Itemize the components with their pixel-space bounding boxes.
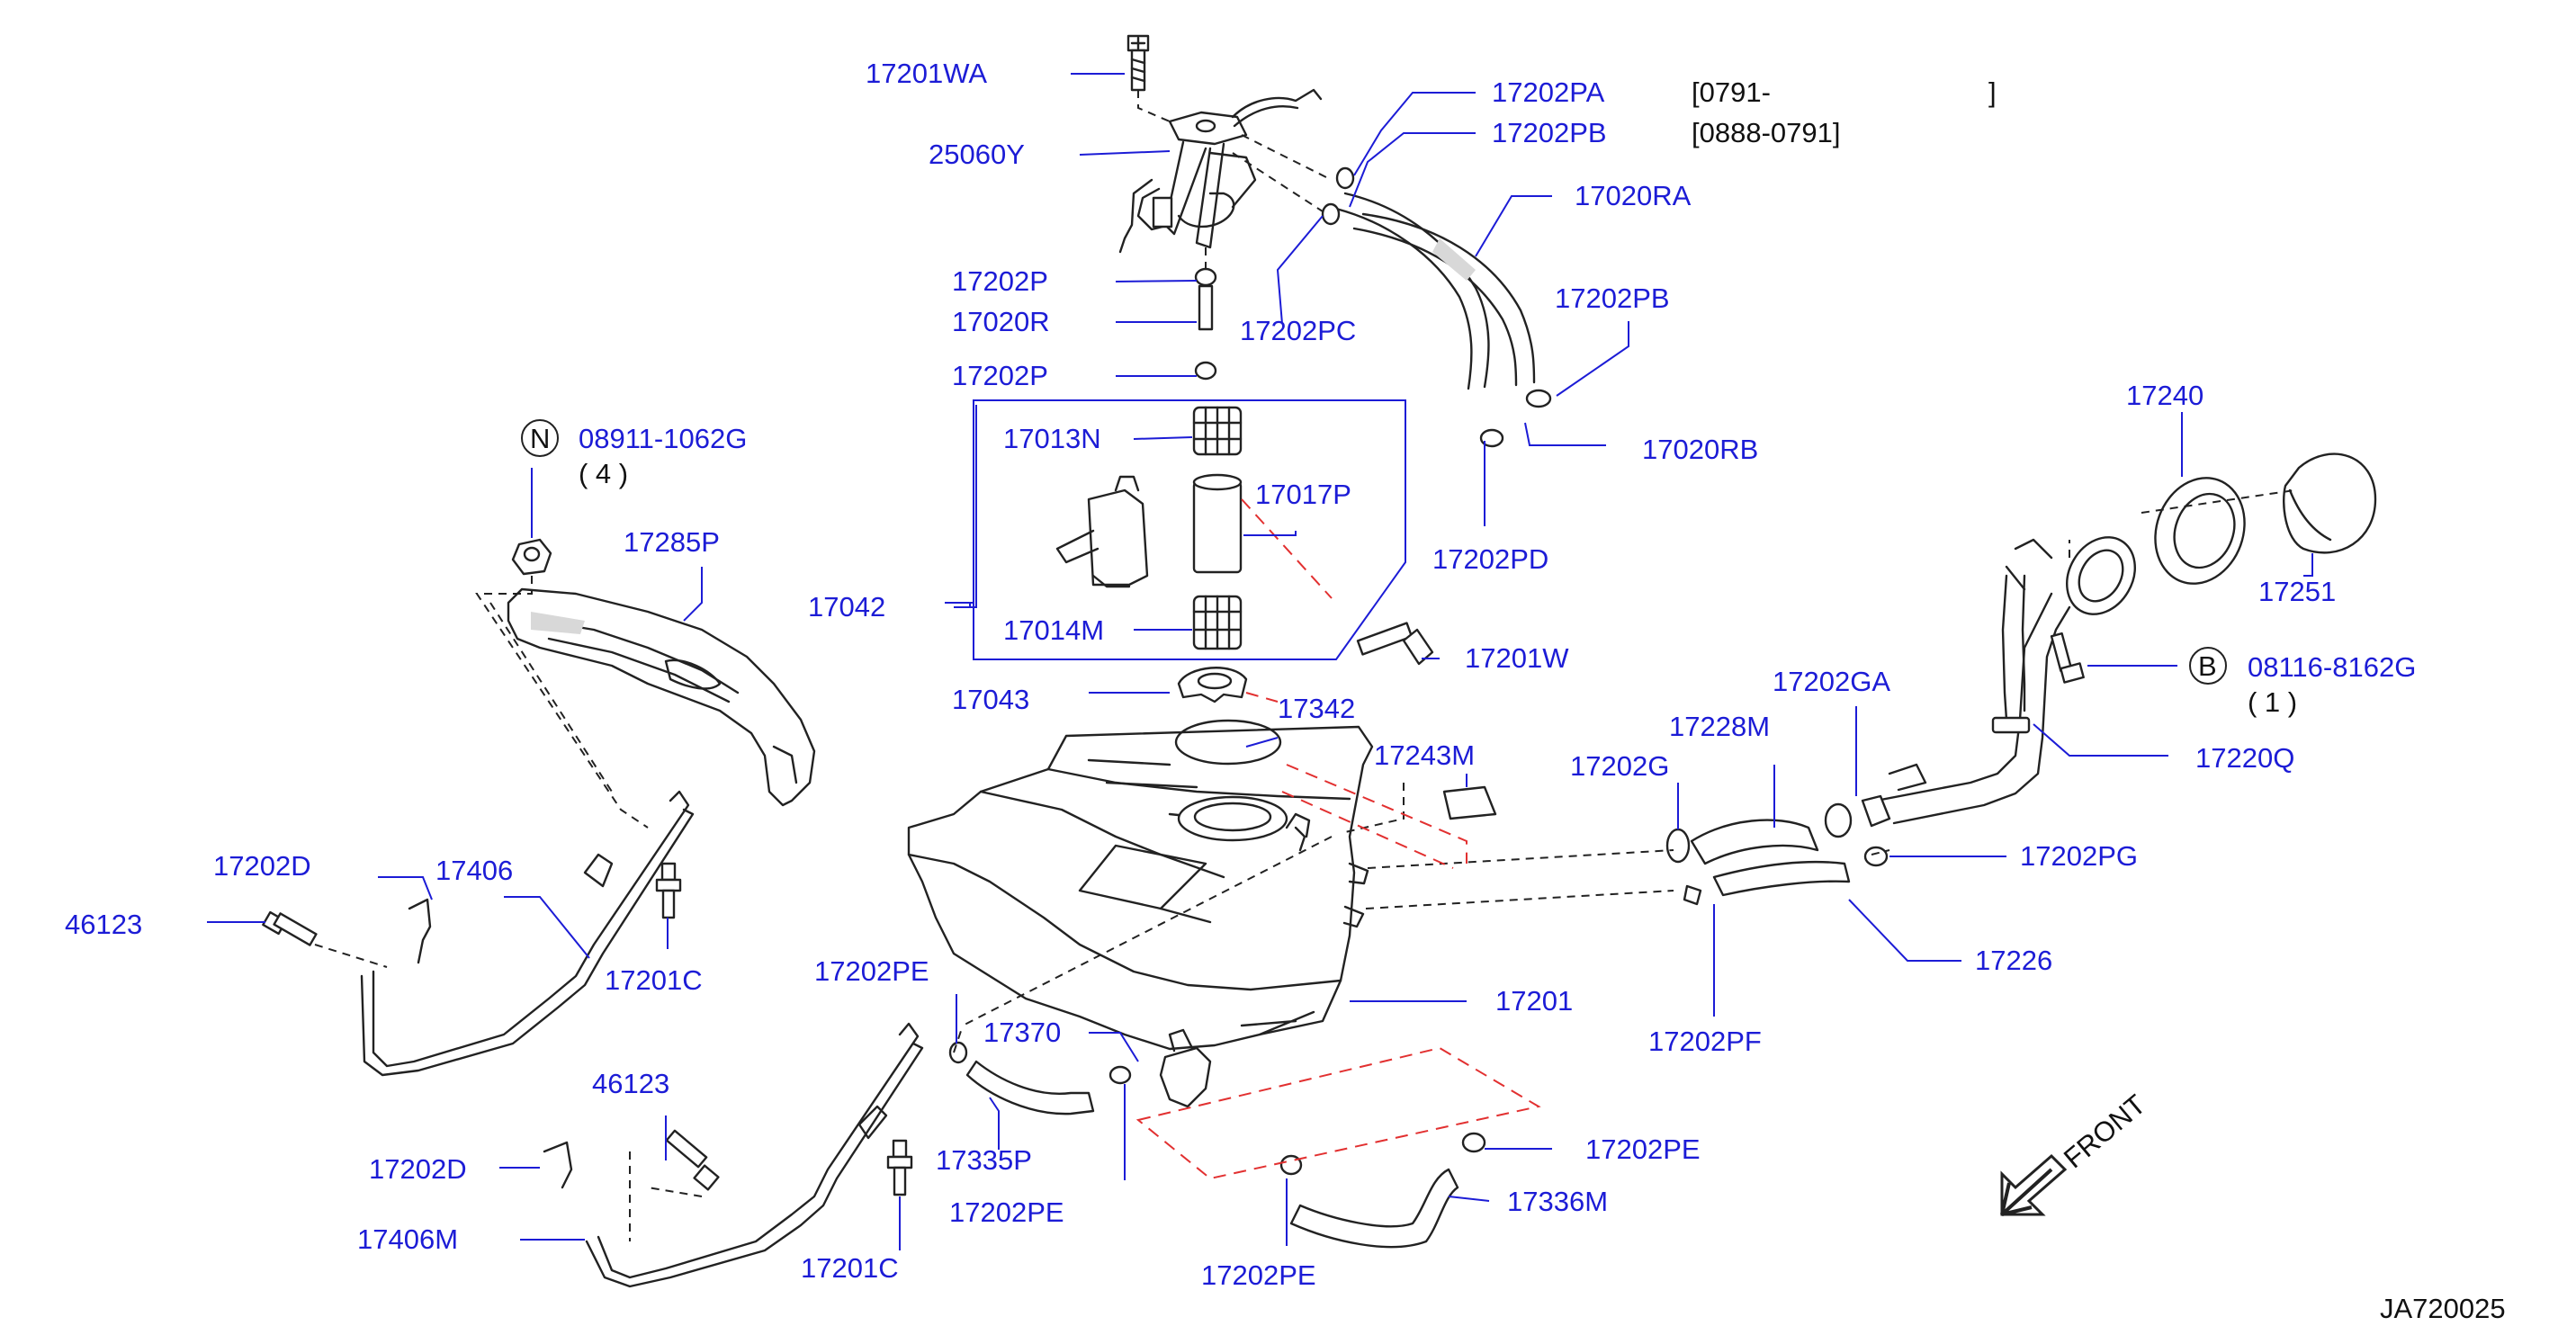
pump-kit-drawing [1055,406,1243,650]
label-17201c-a: 17201C [605,964,703,996]
label-17243m: 17243M [1374,739,1475,771]
filler-hoses-drawing [1665,802,1889,906]
label-17228m: 17228M [1669,711,1770,742]
label-17220q: 17220Q [2195,742,2294,774]
label-17336m: 17336M [1507,1186,1608,1217]
label-17202pf: 17202PF [1648,1026,1762,1057]
label-46123-b: 46123 [592,1068,669,1099]
label-17226: 17226 [1975,945,2052,976]
label-17014m: 17014M [1003,614,1104,646]
b-marker: B [2198,650,2217,682]
protector-17285p-drawing [507,587,816,807]
red-phantom-lines [1135,498,1541,1180]
fuel-tank-drawing [907,725,1374,1051]
label-17202pa: 17202PA [1492,76,1605,108]
label-08911: 08911-1062G [579,423,747,454]
label-17202ga: 17202GA [1773,666,1890,697]
label-17202d-b: 17202D [369,1153,467,1185]
label-08116: 08116-8162G [2248,651,2416,683]
label-17202pe-d: 17202PE [1201,1259,1316,1291]
clamp-tube-stack-drawing [1194,267,1217,381]
bolt-17201wa-drawing [1126,34,1150,92]
qty-08116: ( 1 ) [2248,686,2297,718]
label-17202p-a: 17202P [952,265,1048,297]
label-17202pg: 17202PG [2020,840,2138,872]
bracket-17202d-a-drawing [408,898,432,964]
pump-kit-bracket-box [973,399,1406,660]
label-17202pb-mid: 17202PB [1555,282,1670,314]
evap-hoses-drawing [948,1028,1486,1249]
label-17370: 17370 [983,1017,1061,1048]
leader-lines [207,73,2313,1250]
label-17020ra: 17020RA [1575,180,1692,211]
front-label: FRONT [2058,1089,2151,1174]
label-17043: 17043 [952,684,1029,715]
qty-08911: ( 4 ) [579,458,628,489]
bolt-08116-drawing [2050,632,2085,684]
label-17020r: 17020R [952,306,1050,337]
label-17202pa-range-close: ] [1988,76,1997,108]
diagram-id: JA720025 [2380,1293,2506,1324]
return-hoses-drawing [1321,166,1552,448]
ring-gasket-drawing [1174,667,1282,766]
label-17042: 17042 [808,591,885,623]
bracket-17202d-b-drawing [543,1141,573,1189]
label-17202pe-b: 17202PE [949,1196,1064,1228]
label-17406: 17406 [435,855,513,886]
label-17285p: 17285P [624,526,720,558]
label-17406m: 17406M [357,1223,458,1255]
bolt-17201w-drawing [1356,622,1434,666]
band-bolts-drawing [262,862,913,1196]
label-25060y: 25060Y [929,139,1025,170]
nut-08911-drawing [511,538,552,576]
n-marker: N [530,423,550,454]
label-17202pc: 17202PC [1240,315,1356,346]
label-17202pe-c: 17202PE [1585,1133,1701,1165]
label-17013n: 17013N [1003,423,1101,454]
label-17202pb-top: 17202PB [1492,117,1607,148]
label-17017p: 17017P [1255,479,1351,510]
label-17202d-a: 17202D [213,850,311,882]
label-17202g: 17202G [1570,750,1669,782]
pad-17243m-drawing [1442,785,1497,820]
n-marker-circle [521,419,559,457]
tank-bands-drawing [360,790,924,1288]
filler-tube-drawing [1861,452,2377,828]
label-17202pd: 17202PD [1432,543,1548,575]
b-marker-circle [2189,647,2227,685]
label-17202pb-range: [0888-0791] [1692,117,1840,148]
label-17335p: 17335P [936,1144,1032,1176]
label-17202p-b: 17202P [952,360,1048,391]
label-17251: 17251 [2258,576,2336,607]
label-17342: 17342 [1278,693,1355,724]
label-17202pa-range: [0791- [1692,76,1771,108]
label-17240: 17240 [2126,380,2204,411]
label-46123-a: 46123 [65,909,142,940]
fuel-pump-sender-drawing [1118,88,1323,254]
part-number-labels: 17201WA 25060Y 17202PA [0791- ] 17202PB … [65,58,2506,1324]
label-17201w: 17201W [1465,642,1569,674]
front-arrow-icon [2000,1153,2068,1216]
label-17201c-b: 17201C [801,1252,899,1284]
label-17201wa: 17201WA [866,58,987,89]
label-17201: 17201 [1495,985,1573,1017]
label-17202pe-a: 17202PE [814,955,929,987]
label-17020rb: 17020RB [1642,434,1758,465]
